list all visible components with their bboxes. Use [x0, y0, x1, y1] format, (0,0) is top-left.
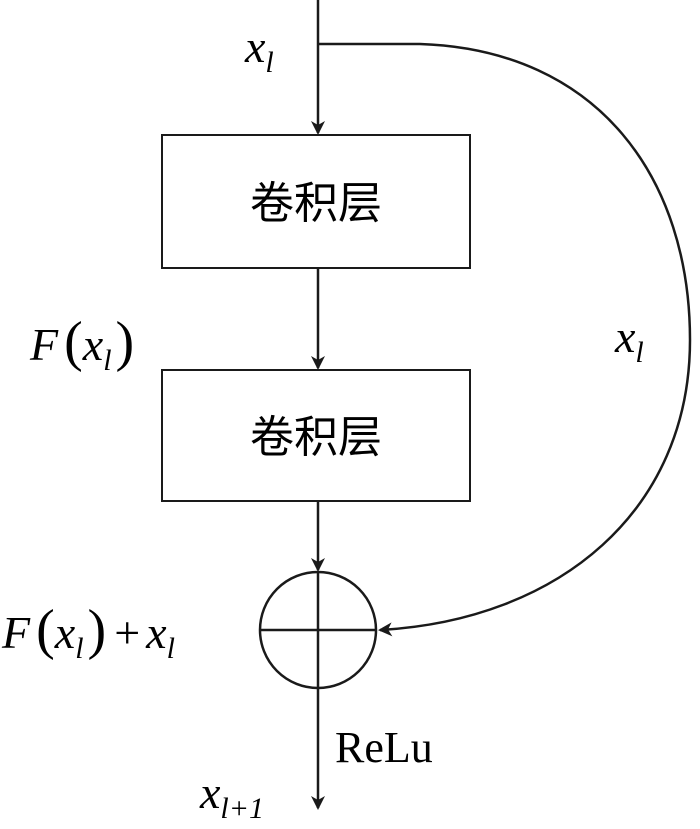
- conv-layer-1-label: 卷积层: [250, 178, 382, 229]
- skip-connection-arrow: [318, 42, 692, 637]
- activation-label: ReLu: [335, 723, 433, 772]
- skip-label: xl: [614, 311, 644, 369]
- addition-node: [258, 570, 378, 690]
- conv-layer-2-label: 卷积层: [250, 412, 382, 463]
- sum-label: F(xl)+xl: [1, 599, 175, 665]
- residual-label: F(xl): [29, 311, 134, 377]
- conv-layer-2: [161, 369, 471, 502]
- output-label: xl+1: [199, 767, 264, 825]
- conv-layer-1: [161, 134, 471, 269]
- input-label: xl: [244, 21, 274, 79]
